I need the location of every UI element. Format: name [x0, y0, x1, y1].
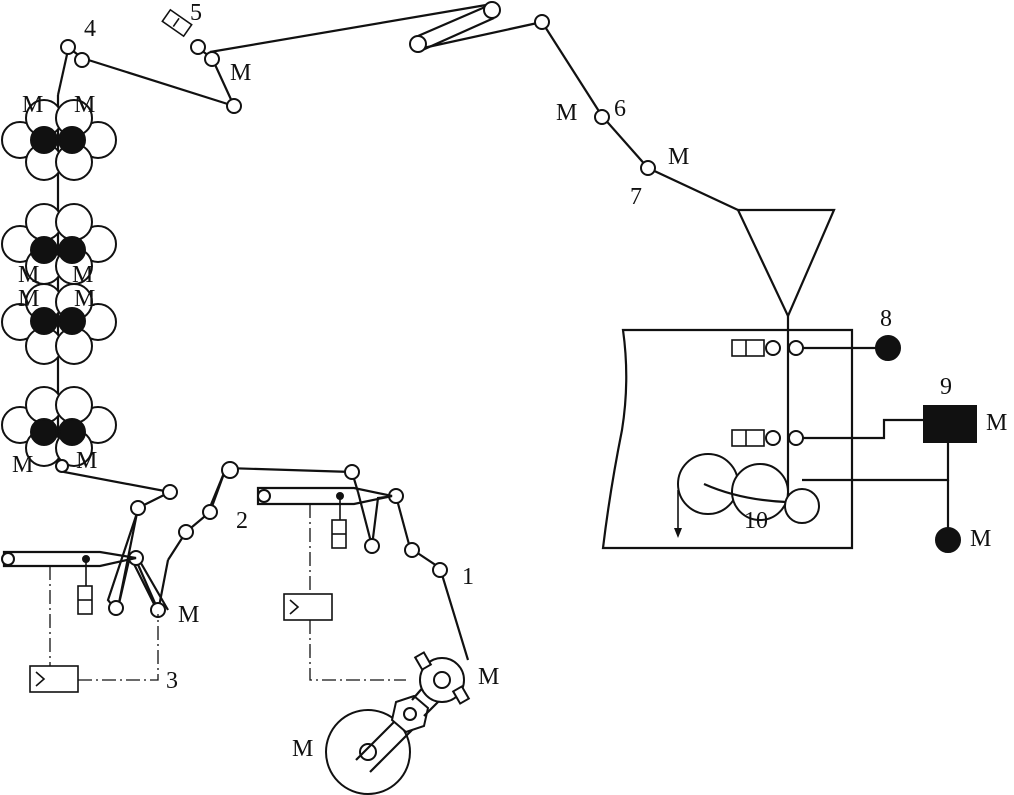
motor-label: M	[18, 286, 39, 312]
motor-label: M	[556, 100, 577, 126]
number-labels: 1 2 3 4 5 6 7 8 9 10	[84, 0, 952, 694]
top-guide-rollers	[60, 1, 656, 176]
motor-label: M	[74, 286, 95, 312]
roll-stack-1	[1, 99, 117, 181]
unwind-station-1	[325, 651, 471, 795]
motor-label: M	[178, 602, 199, 628]
label-4: 4	[84, 16, 96, 42]
label-9: 9	[940, 374, 952, 400]
label-10: 10	[744, 508, 768, 534]
motor-label: M	[668, 144, 689, 170]
motor-label: M	[22, 92, 43, 118]
label-5: 5	[190, 0, 202, 26]
label-3: 3	[166, 668, 178, 694]
motor-label: M	[292, 736, 313, 762]
motor-label: M	[970, 526, 991, 552]
motor-label: M	[12, 452, 33, 478]
motor-label: M	[74, 92, 95, 118]
motor-label: M	[76, 448, 97, 474]
item-8-ball	[875, 335, 901, 361]
label-2: 2	[236, 508, 248, 534]
motor-label: M	[986, 410, 1007, 436]
label-7: 7	[630, 184, 642, 210]
motor-label: M	[18, 262, 39, 288]
spreader-bar-3	[1, 550, 159, 693]
roll-stack-4	[1, 386, 117, 467]
spreader-bar-2	[256, 486, 406, 681]
top-film-path	[67, 2, 739, 211]
motor-label: M	[478, 664, 499, 690]
sensor-5	[161, 8, 193, 38]
motor-9-box	[923, 405, 977, 443]
motor-labels: M M M M M M M M M M M M M M M M	[12, 60, 1007, 762]
label-8: 8	[880, 306, 892, 332]
roll-stack-3	[1, 283, 117, 365]
winding-unit	[601, 328, 977, 553]
motor-label: M	[230, 60, 251, 86]
lower-guide-rollers	[55, 459, 448, 618]
hopper	[736, 208, 836, 500]
motor-label: M	[72, 262, 93, 288]
label-6: 6	[614, 96, 626, 122]
label-1: 1	[462, 564, 474, 590]
